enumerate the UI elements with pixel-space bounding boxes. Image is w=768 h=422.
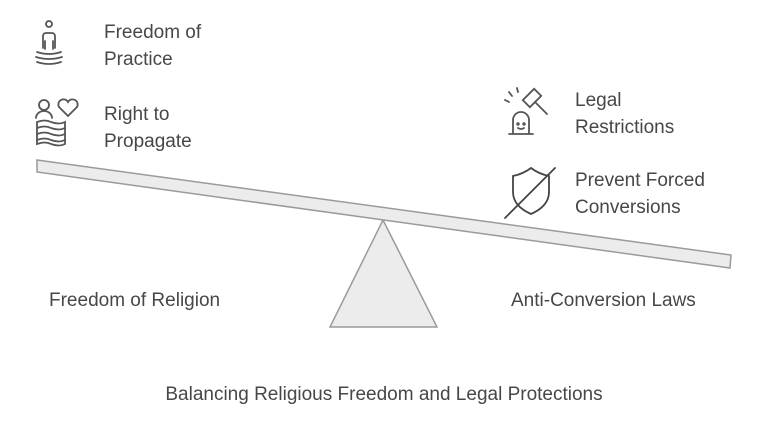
item-freedom-of-practice-line2: Practice <box>104 49 173 70</box>
item-freedom-of-practice-line1: Freedom of <box>104 22 202 43</box>
shield-slash-icon <box>504 166 556 219</box>
item-legal-restrictions-line2: Restrictions <box>575 117 675 138</box>
left-side-label: Freedom of Religion <box>49 290 221 311</box>
right-side-label: Anti-Conversion Laws <box>511 290 696 311</box>
item-prevent-forced-conversions-line2: Conversions <box>575 197 681 218</box>
item-right-to-propagate-line1: Right to <box>104 104 170 125</box>
diagram-caption: Balancing Religious Freedom and Legal Pr… <box>165 384 603 405</box>
item-prevent-forced-conversions-line1: Prevent Forced <box>575 170 705 191</box>
item-right-to-propagate-line2: Propagate <box>104 131 192 152</box>
item-legal-restrictions-line1: Legal <box>575 90 622 111</box>
balance-beam <box>36 159 732 269</box>
fulcrum-triangle <box>328 218 439 328</box>
meditation-icon <box>35 20 63 65</box>
people-heart-book-icon <box>35 98 79 147</box>
gavel-icon <box>504 87 548 135</box>
